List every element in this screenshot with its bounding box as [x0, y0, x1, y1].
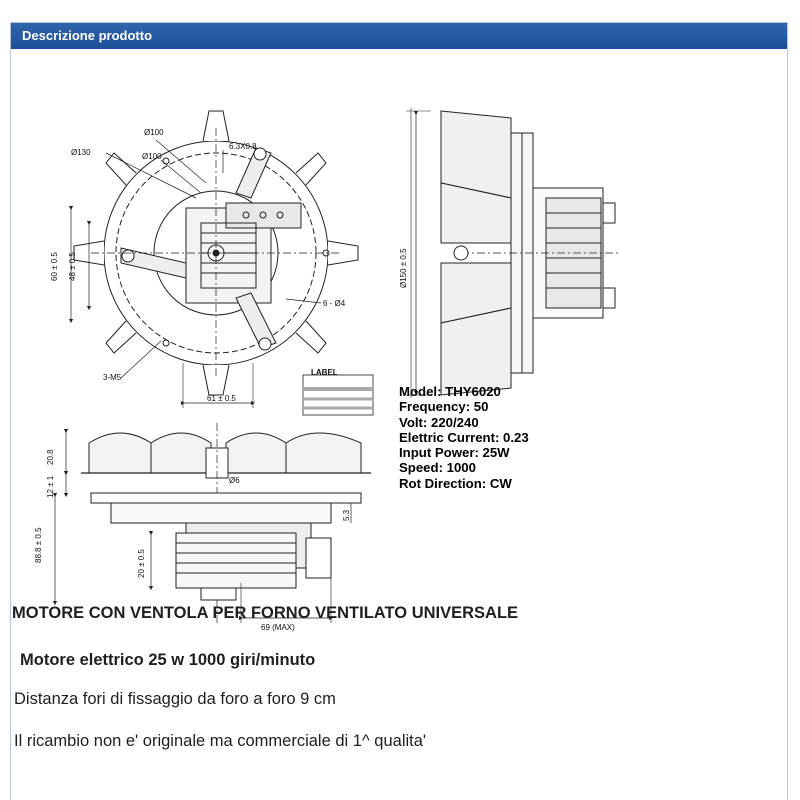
dim-h88: 88.8 ± 0.5: [34, 527, 43, 563]
description-line-2: Il ricambio non e' originale ma commerci…: [14, 732, 427, 750]
spec-volt: Volt: 220/240: [399, 414, 479, 430]
rating-label: [302, 374, 374, 416]
spec-frequency: Frequency: 50: [399, 399, 489, 415]
spec-list: Model: THY6020 Frequency: 50 Volt: 220/2…: [399, 384, 529, 491]
dim-holes: 6 - Ø4: [323, 299, 346, 308]
dim-d150: Ø150 ± 0.5: [399, 248, 408, 288]
dim-slot: 6.3X0.8: [229, 142, 257, 151]
spec-model: Model: THY6020: [399, 384, 501, 399]
coil-block: [200, 222, 257, 289]
technical-drawing: Ø100 Ø130 Ø100 6.3X0.8 60 ± 0.5 48 ± 0.5…: [11, 63, 787, 643]
technical-drawing-svg: Ø100 Ø130 Ø100 6.3X0.8 60 ± 0.5 48 ± 0.5…: [34, 108, 621, 632]
dim-w69: 69 (MAX): [261, 623, 295, 632]
bottom-view: [52, 423, 371, 623]
product-subtitle: Motore elettrico 25 w 1000 giri/minuto: [20, 651, 316, 669]
dim-h60: 60 ± 0.5: [50, 252, 59, 281]
dim-h20: 20 ± 0.5: [137, 549, 146, 578]
spec-power: Input Power: 25W: [399, 445, 510, 461]
spec-rotation: Rot Direction: CW: [399, 475, 512, 491]
dim-shaft: Ø6: [229, 476, 240, 485]
dim-w61: 61 ± 0.5: [207, 394, 236, 403]
dim-d100-top: Ø100: [144, 128, 164, 137]
dim-h20-8: 20.8: [46, 449, 55, 465]
front-view: [68, 110, 359, 408]
dim-d100-inner: Ø100: [142, 152, 162, 161]
description-line-1: Distanza fori di fissaggio da foro a for…: [14, 690, 336, 708]
panel-header: Descrizione prodotto: [11, 23, 787, 49]
mount-arm-top: [235, 147, 272, 199]
product-description-panel: Descrizione prodotto: [10, 22, 788, 800]
spec-current: Elettric Current: 0.23: [399, 429, 529, 445]
dim-d130: Ø130: [71, 148, 91, 157]
dim-m5: 3-M5: [103, 373, 122, 382]
spec-speed: Speed: 1000: [399, 460, 476, 476]
mount-arm-left: [120, 247, 187, 279]
product-title: MOTORE CON VENTOLA PER FORNO VENTILATO U…: [12, 604, 519, 622]
side-view: [406, 108, 621, 398]
dim-h5-3: 5.3: [342, 509, 351, 521]
terminal-strip: [225, 202, 302, 229]
dim-h48: 48 ± 0.5: [68, 252, 77, 281]
dim-h12: 12 ± 1: [46, 475, 55, 498]
label-tag: LABEL: [311, 368, 338, 377]
fan-teeth: [73, 110, 359, 396]
